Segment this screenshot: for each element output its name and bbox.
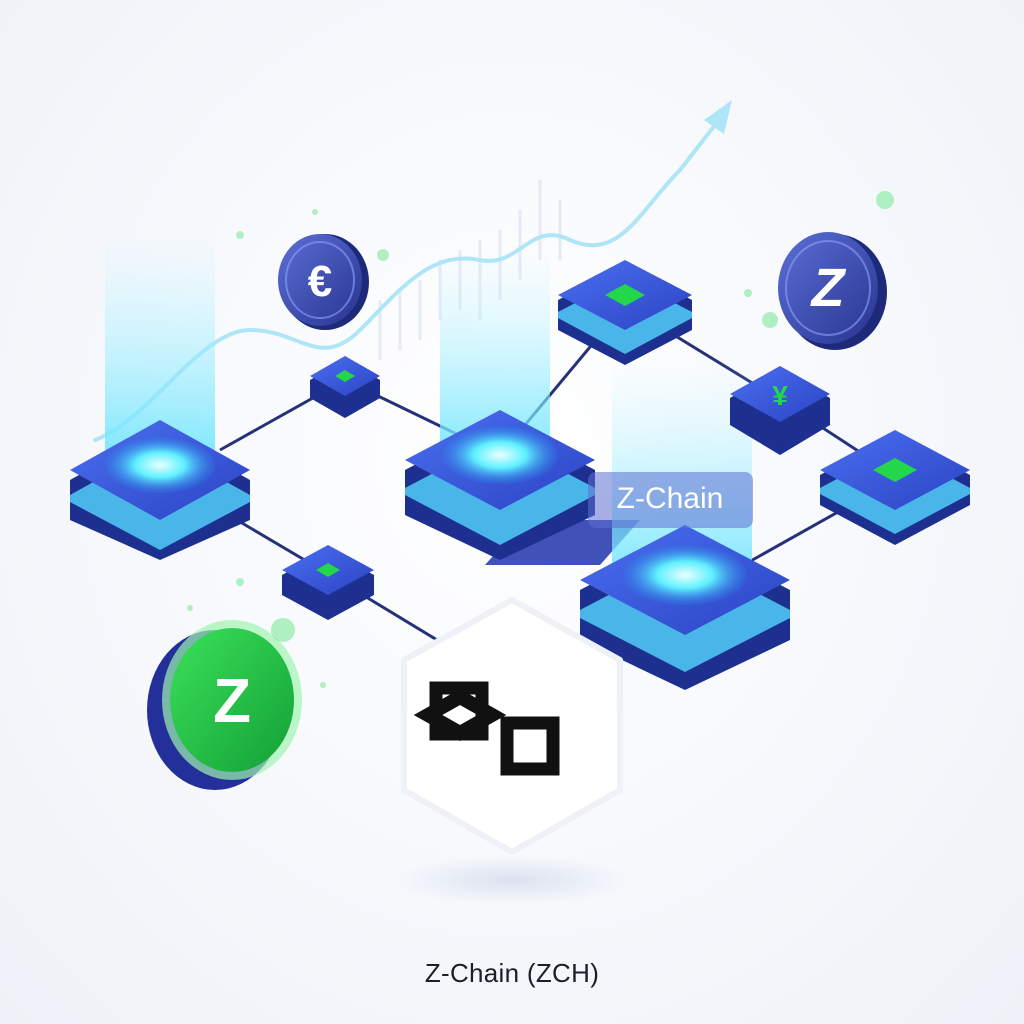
- green-z-icon: Z: [213, 667, 251, 736]
- blue-z-icon: Z: [810, 258, 847, 318]
- euro-icon: €: [308, 257, 332, 306]
- zch-logo-icon: [413, 681, 560, 776]
- z-chain-label-card: Z-Chain: [588, 472, 753, 528]
- decorative-particles: [187, 191, 894, 688]
- z-chain-label: Z-Chain: [617, 482, 724, 515]
- network-node-yen: ¥: [730, 366, 830, 455]
- zch-logo-badge: [392, 597, 632, 905]
- network-node-small-lower: [282, 545, 374, 620]
- trend-arrow-icon: [704, 100, 732, 134]
- network-node-bottom-right: [580, 525, 790, 690]
- network-node-left: [70, 420, 250, 560]
- yen-icon: ¥: [772, 380, 788, 411]
- euro-coin: €: [278, 234, 369, 330]
- network-node-right-green: [820, 430, 970, 545]
- trend-line: [93, 123, 717, 442]
- network-node-small-upper: [310, 356, 380, 418]
- network-node-center: [405, 410, 595, 560]
- blue-z-coin: Z: [778, 232, 887, 350]
- light-beams: [105, 230, 752, 570]
- page-caption: Z-Chain (ZCH): [424, 958, 600, 988]
- network-node-top-green: [558, 260, 692, 365]
- green-z-coin: Z: [147, 620, 302, 790]
